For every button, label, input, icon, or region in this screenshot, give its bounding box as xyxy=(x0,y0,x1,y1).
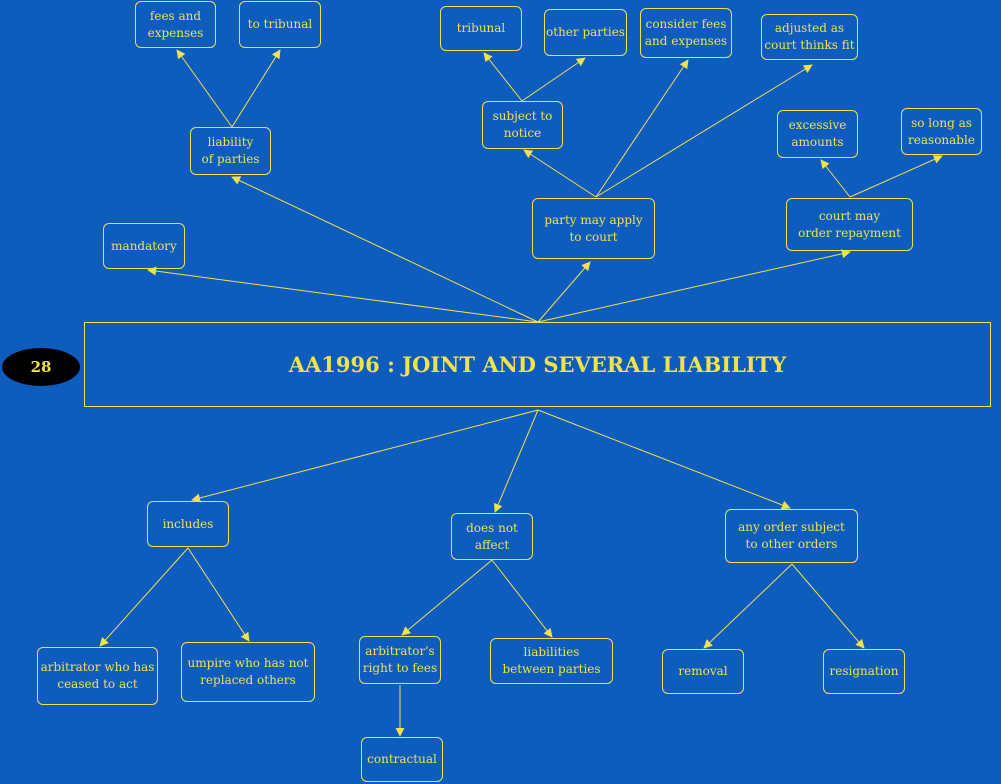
edge-apply-notice xyxy=(523,149,597,198)
edge-title-party-apply xyxy=(537,261,591,323)
node-liability-of-parties: liability of parties xyxy=(190,127,271,175)
node-resignation: resignation xyxy=(823,649,905,694)
node-fees-and-expenses: fees and expenses xyxy=(135,1,216,48)
edge-notice-tribunal xyxy=(483,52,523,102)
edge-affect-liabilities xyxy=(491,559,553,638)
edge-order-removal xyxy=(703,563,793,649)
edge-liability-fees xyxy=(176,49,233,128)
node-consider-fees: consider fees and expenses xyxy=(640,8,732,58)
edge-notice-other xyxy=(521,57,586,102)
edge-court-reasonable xyxy=(849,155,943,198)
edge-title-includes xyxy=(191,409,539,503)
node-does-not-affect: does not affect xyxy=(451,513,533,560)
node-tribunal: tribunal xyxy=(440,6,522,51)
edge-title-does-not xyxy=(493,409,539,513)
node-party-may-apply: party may apply to court xyxy=(532,198,655,259)
edge-affect-right xyxy=(401,559,493,636)
node-excessive-amounts: excessive amounts xyxy=(777,110,858,158)
edge-title-mandatory xyxy=(147,266,539,323)
node-contractual: contractual xyxy=(361,737,443,782)
node-adjusted-as-court-thinks-fit: adjusted as court thinks fit xyxy=(761,14,858,60)
edge-apply-consider xyxy=(595,59,689,198)
node-any-order-subject: any order subject to other orders xyxy=(725,509,858,563)
node-so-long-as-reasonable: so long as reasonable xyxy=(901,108,982,155)
node-umpire-not-replaced: umpire who has not replaced others xyxy=(181,642,315,702)
node-liabilities-between-parties: liabilities between parties xyxy=(490,638,613,684)
edge-court-excessive xyxy=(820,159,851,198)
edge-title-liability xyxy=(231,176,539,323)
node-removal: removal xyxy=(662,649,744,694)
edge-includes-arbitrator xyxy=(99,547,189,647)
node-arbitrator-ceased-to-act: arbitrator who has ceased to act xyxy=(37,647,158,705)
node-court-may-order-repayment: court may order repayment xyxy=(786,198,913,251)
edge-liability-tribunal xyxy=(231,49,281,128)
page-title: AA1996 : JOINT AND SEVERAL LIABILITY xyxy=(84,322,991,407)
edge-title-any-order xyxy=(537,409,791,510)
edge-order-resignation xyxy=(791,563,865,649)
edge-title-court-may xyxy=(537,249,851,323)
node-includes: includes xyxy=(147,501,229,547)
node-to-tribunal: to tribunal xyxy=(239,1,321,48)
node-mandatory: mandatory xyxy=(103,223,185,269)
edge-includes-umpire xyxy=(187,547,250,642)
node-other-parties: other parties xyxy=(544,9,627,56)
node-arbitrators-right-to-fees: arbitrator's right to fees xyxy=(359,636,441,684)
page-number-badge: 28 xyxy=(2,348,80,386)
node-subject-to-notice: subject to notice xyxy=(482,101,563,149)
